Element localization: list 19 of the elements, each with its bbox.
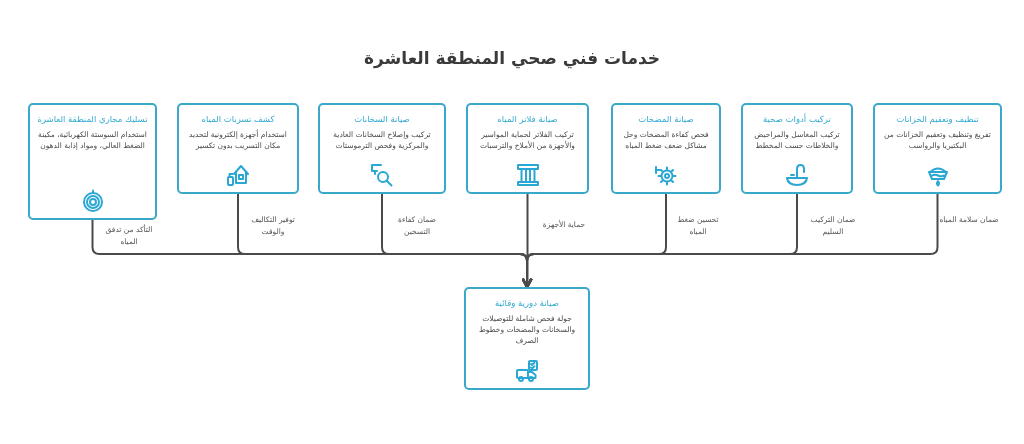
arrow (522, 193, 533, 289)
process-box (318, 103, 446, 194)
process-box (28, 103, 157, 220)
box-heading: صيانة السخانات (354, 113, 410, 125)
box-heading: صيانة دورية وقائية (495, 297, 559, 309)
process-box (177, 103, 299, 194)
process-box (873, 103, 1002, 194)
title: خدمات فني صحي المنطقة العاشرة (363, 48, 661, 68)
box-heading: تنظيف وتعقيم الخزانات (896, 113, 979, 125)
process-box (466, 103, 589, 194)
process-box (741, 103, 853, 194)
box-heading: صيانة فلاتر المياه (497, 113, 558, 125)
process-box (611, 103, 721, 194)
box-heading: صيانة المضخات (638, 113, 694, 125)
box-heading: كشف تسربات المياه (201, 113, 275, 125)
box-heading: تسليك مجاري المنطقة العاشرة (37, 113, 148, 125)
box-heading: تركيب أدوات صحية (763, 113, 831, 125)
process-box (464, 287, 590, 390)
arrow (91, 219, 533, 289)
